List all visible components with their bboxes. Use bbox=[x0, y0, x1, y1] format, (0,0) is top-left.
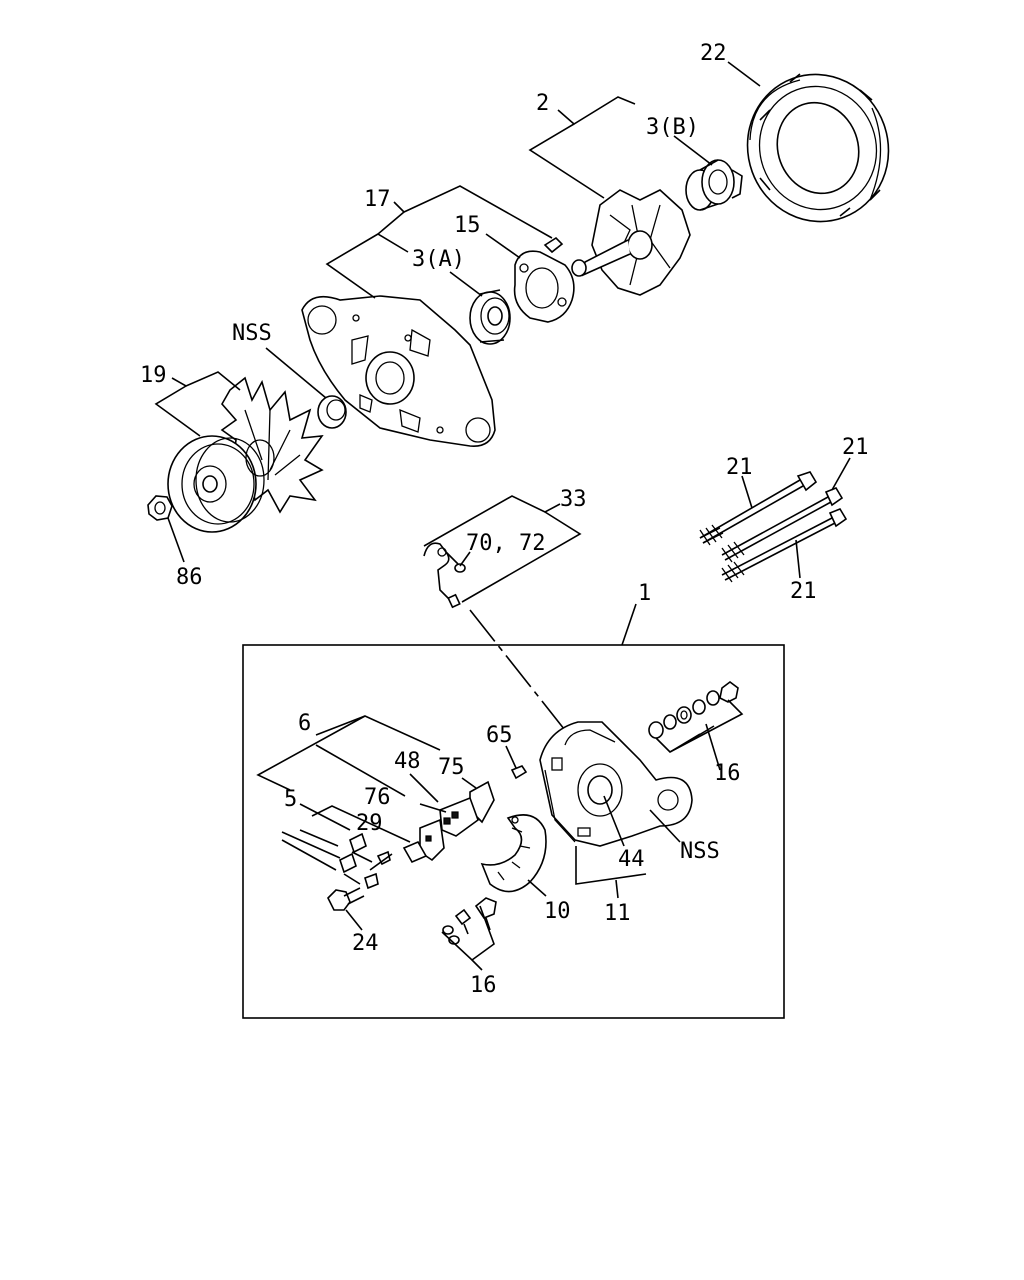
label-3a: 3(A) bbox=[412, 247, 465, 272]
rotor-part bbox=[571, 159, 743, 296]
stator-part bbox=[746, 73, 890, 223]
label-2: 2 bbox=[536, 91, 549, 116]
leader-lines bbox=[154, 61, 851, 971]
through-bolts-part bbox=[699, 471, 848, 583]
front-housing-part bbox=[301, 295, 496, 447]
label-6: 6 bbox=[298, 711, 311, 736]
callout-labels: 22 2 3(B) 17 15 3(A) NSS 19 86 33 70, 72… bbox=[140, 41, 869, 998]
label-70-72: 70, 72 bbox=[466, 531, 545, 556]
assembly-box bbox=[242, 644, 785, 1019]
label-16-right: 16 bbox=[714, 761, 741, 786]
label-24: 24 bbox=[352, 931, 379, 956]
label-33: 33 bbox=[560, 487, 587, 512]
label-nss-bottom: NSS bbox=[680, 839, 720, 864]
screws-5-part bbox=[339, 832, 373, 885]
regulator-brush-part bbox=[364, 780, 495, 890]
label-15: 15 bbox=[454, 213, 481, 238]
label-44: 44 bbox=[618, 847, 645, 872]
label-21-c: 21 bbox=[790, 579, 817, 604]
clip-65-part bbox=[510, 765, 528, 780]
label-21-a: 21 bbox=[726, 455, 753, 480]
label-3b: 3(B) bbox=[646, 115, 699, 140]
label-76: 76 bbox=[364, 785, 391, 810]
label-86: 86 bbox=[176, 565, 203, 590]
bearing-3b-part bbox=[685, 159, 743, 211]
label-nss-top: NSS bbox=[232, 321, 272, 346]
label-10: 10 bbox=[544, 899, 571, 924]
label-16-lower: 16 bbox=[470, 973, 497, 998]
terminal-screws-part bbox=[442, 897, 497, 945]
label-21-b: 21 bbox=[842, 435, 869, 460]
nut-86-part bbox=[147, 495, 173, 521]
bolt-24-part bbox=[327, 887, 365, 911]
label-17: 17 bbox=[364, 187, 391, 212]
connector-dash-line bbox=[469, 609, 569, 735]
label-1: 1 bbox=[638, 581, 651, 606]
label-22: 22 bbox=[700, 41, 727, 66]
spacer-nss-part bbox=[317, 395, 347, 429]
lead-wire-part bbox=[423, 542, 466, 609]
bearing-3a-part bbox=[469, 289, 511, 345]
label-5: 5 bbox=[284, 787, 297, 812]
rectifier-part bbox=[480, 814, 547, 893]
label-48: 48 bbox=[394, 749, 421, 774]
label-29: 29 bbox=[356, 811, 383, 836]
terminal-washers-part bbox=[648, 681, 739, 739]
label-75: 75 bbox=[438, 755, 465, 780]
retainer-plate-part bbox=[513, 236, 575, 323]
screw-part bbox=[543, 236, 564, 254]
label-65: 65 bbox=[486, 723, 513, 748]
label-19: 19 bbox=[140, 363, 167, 388]
pulley-fan-part bbox=[167, 376, 324, 533]
label-11: 11 bbox=[604, 901, 631, 926]
